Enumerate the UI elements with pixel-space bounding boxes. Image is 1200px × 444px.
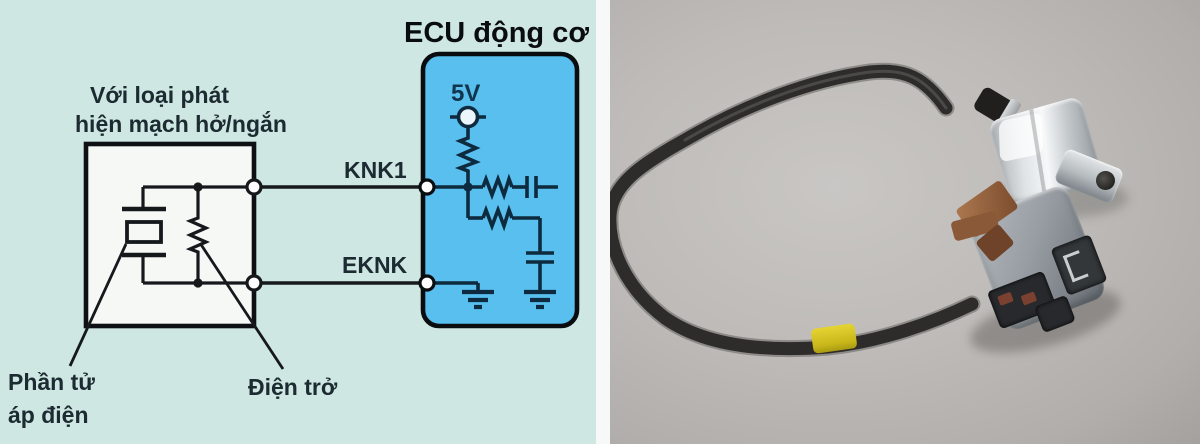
- piezo-label-line1: Phần tử: [8, 369, 95, 395]
- ecu-title: ECU động cơ: [404, 17, 589, 49]
- ground-icon-left: [462, 289, 494, 310]
- panel-divider: [596, 0, 610, 444]
- sensor-cable: [610, 62, 981, 358]
- ground-icon-right: [524, 289, 556, 310]
- filter-resistor-symbol: [481, 204, 514, 232]
- knock-sensor-photo: [610, 0, 1200, 444]
- cable-shadow-stroke: [610, 62, 981, 358]
- leader-line-resistor: [198, 242, 285, 370]
- connector-pin-2: [1020, 291, 1038, 306]
- ecu-terminal-eknk: [418, 274, 436, 292]
- internal-resistor-symbol: [185, 187, 210, 283]
- sensor-terminal-knk1: [245, 178, 263, 196]
- pullup-resistor-symbol: [454, 126, 481, 187]
- stud-bore-hole: [1096, 171, 1115, 190]
- cable-highlight: [683, 69, 948, 142]
- ecu-internal-circuit: [427, 105, 558, 310]
- sensor-box: [83, 141, 257, 329]
- ecu-box: [420, 51, 580, 329]
- latch-mark: [1062, 250, 1089, 283]
- leader-line-piezo: [68, 243, 128, 367]
- resistor-label: Điện trở: [248, 374, 338, 400]
- terminal-label-knk1: KNK1: [344, 157, 407, 183]
- piezo-element-symbol: [122, 206, 166, 258]
- series-resistor-symbol: [481, 173, 514, 201]
- junction-dot-bottom: [193, 278, 203, 288]
- ecu-terminal-knk1: [418, 178, 436, 196]
- connector-pin-1: [997, 291, 1014, 307]
- terminal-label-eknk: EKNK: [342, 252, 408, 278]
- piezo-label-line2: áp điện: [8, 402, 89, 428]
- wiring-diagram-panel: ECU động cơ Với loại phát hiện mạch hở/n…: [0, 0, 597, 444]
- sensor-terminal-eknk: [245, 274, 263, 292]
- note-line1: Với loại phát: [90, 82, 229, 108]
- power-source-icon: [450, 105, 486, 129]
- ecu-junction-dot: [463, 182, 473, 192]
- note-line2: hiện mạch hở/ngắn: [75, 110, 287, 137]
- junction-dot-top: [193, 182, 203, 192]
- knock-sensor-circuit-diagram: ECU động cơ Với loại phát hiện mạch hở/n…: [8, 17, 589, 428]
- supply-voltage-label: 5V: [451, 80, 480, 107]
